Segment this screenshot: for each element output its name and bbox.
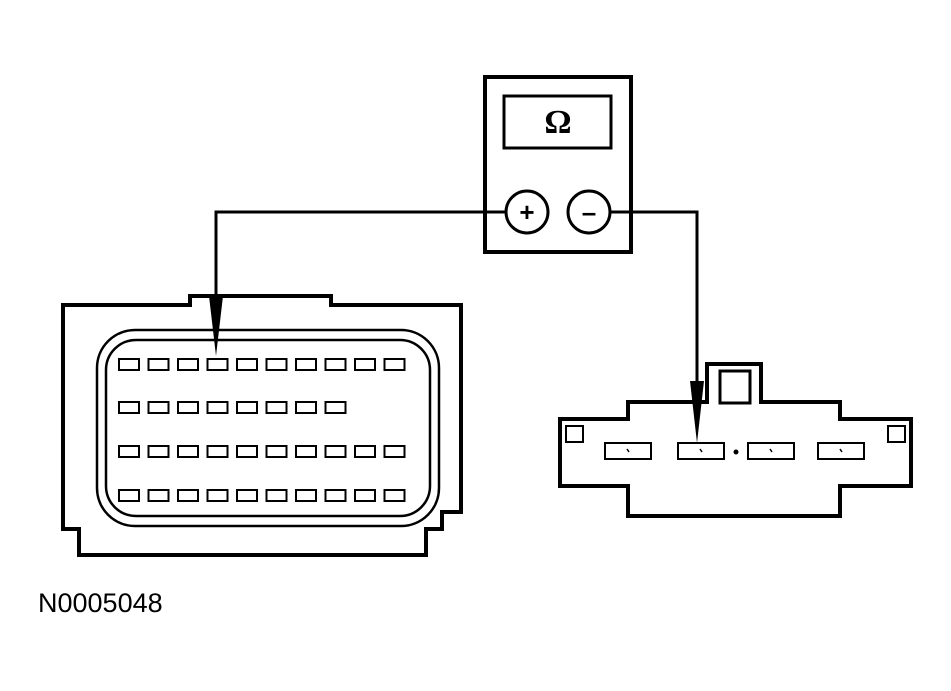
connector-a-pin [206,489,229,502]
connector-a-pin [265,489,288,502]
connector-a-pin [324,445,347,458]
connector-a-pin [236,445,258,458]
meter-display [502,94,613,150]
connector-a-pin [236,401,258,414]
connector-a-pin [324,401,347,414]
connector-a-pin [383,358,406,371]
connector-a-pin [354,445,376,458]
connector-b-pin [817,442,865,460]
connector-b [558,362,913,518]
connector-a-pin [177,489,199,502]
connector-a-pin [206,445,229,458]
connector-a-pin [295,358,317,371]
connector-b-pin [747,442,795,460]
positive-test-lead [214,210,506,300]
connector-a-pin [324,489,347,502]
connector-a-pin [383,489,406,502]
positive-probe-tip [209,296,223,356]
ohmmeter: Ω + – [483,75,633,254]
figure-id: N0005048 [38,588,163,618]
connector-a-pin [295,445,317,458]
connector-b-pins [604,442,865,460]
connector-a-pin [265,445,288,458]
ohm-symbol: Ω [544,104,571,141]
connector-a-pin [324,358,347,371]
connector-a-pin [354,489,376,502]
connector-a-pin [236,358,258,371]
connector-a-pin [295,401,317,414]
connector-a-pin [118,445,140,458]
connector-a-pin [236,489,258,502]
connector-a-pin [147,489,170,502]
connector-a-pin [118,489,140,502]
connector-a-pin [177,445,199,458]
negative-test-lead [610,210,699,385]
connector-a-pin [177,401,199,414]
connector-b-pin-mark [839,448,843,453]
connector-b-pin [604,442,652,460]
connector-b-pin-mark [626,448,630,453]
connector-b-pin-mark [699,448,703,453]
connector-a-pin [147,401,170,414]
connector-a-pin [206,401,229,414]
connector-a-pin [383,445,406,458]
connector-a-pin [177,358,199,371]
connector-a-pins [118,358,406,502]
connector-a-pin [265,358,288,371]
connector-a-pin [147,358,170,371]
negative-terminal-label: – [582,197,596,227]
positive-terminal-label: + [519,197,534,227]
connector-a-pin [118,401,140,414]
connector-a-pin [118,358,140,371]
connector-a-pin [295,489,317,502]
connector-a-pin [147,445,170,458]
connector-b-lock-tab [718,369,752,405]
connector-a-pin [265,401,288,414]
connector-a-pin [206,358,229,371]
connector-b-pin-mark [769,448,773,453]
connector-a [61,294,463,557]
negative-probe-tip [690,381,704,443]
connector-a-pin [354,358,376,371]
connector-b-pin [677,442,725,460]
pin-position-dot [733,449,739,455]
